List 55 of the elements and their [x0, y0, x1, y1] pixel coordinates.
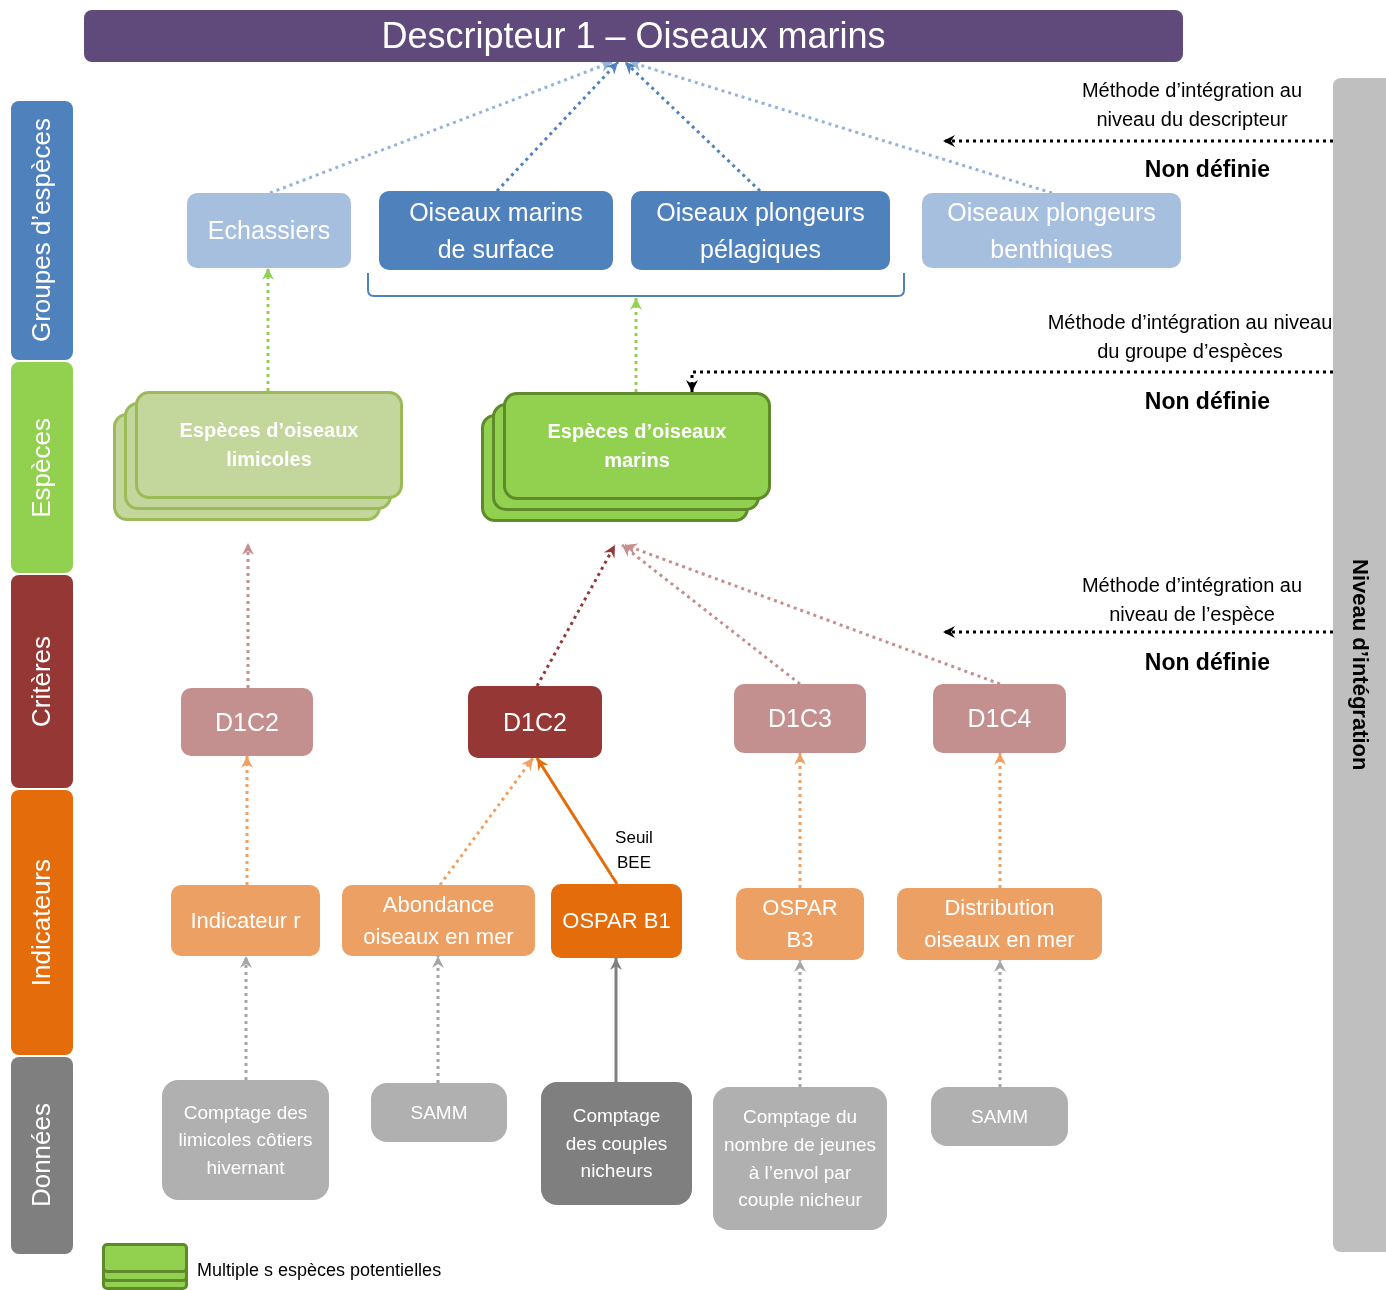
dotted-arrow — [686, 370, 1333, 392]
group-box: Oiseaux marins de surface — [379, 191, 613, 270]
level-band: Critères — [11, 575, 73, 788]
dotted-arrow — [438, 757, 535, 886]
dotted-arrow — [242, 543, 254, 688]
dotted-arrow — [432, 956, 444, 1083]
data-box: SAMM — [371, 1083, 507, 1142]
legend-label: Multiple s espèces potentielles — [197, 1260, 442, 1281]
dotted-arrow — [535, 544, 617, 687]
dotted-arrow — [623, 60, 762, 193]
level-band: Indicateurs — [11, 790, 73, 1055]
criterion-box: D1C2 — [181, 688, 313, 756]
dotted-arrow — [240, 956, 252, 1080]
indicator-box: Indicateur r — [171, 885, 320, 956]
method-note: Méthode d’intégration au niveau du descripteur — [1080, 78, 1304, 132]
method-note: Méthode d’intégration au niveau de l’espèce — [1080, 573, 1304, 627]
dotted-arrow — [943, 626, 1333, 638]
dotted-arrow — [629, 59, 1053, 195]
level-band: Espèces — [11, 362, 73, 573]
status-note: Non définie — [1143, 387, 1270, 416]
method-note: Méthode d’intégration au niveau du groupe d’espèces — [1046, 310, 1334, 364]
dotted-arrow — [943, 135, 1333, 147]
indicator-box: OSPAR B1 — [551, 884, 682, 958]
indicator-box: Distribution oiseaux en mer — [897, 888, 1102, 960]
dotted-arrow — [495, 60, 620, 193]
data-box: Comptage des couples nicheurs — [541, 1082, 692, 1205]
group-box: Echassiers — [187, 193, 351, 268]
dotted-arrow — [994, 960, 1006, 1087]
indicator-box: Abondance oiseaux en mer — [342, 885, 535, 956]
level-band: Données — [11, 1057, 73, 1254]
side-band: Niveau d’intégration — [1333, 78, 1386, 1252]
status-note: Non définie — [1143, 648, 1270, 677]
dotted-arrow — [630, 298, 642, 392]
criterion-box: D1C4 — [933, 684, 1066, 753]
dotted-arrow — [794, 753, 806, 888]
arrow — [535, 757, 619, 885]
data-box: Comptage des limicoles côtiers hivernant — [162, 1080, 329, 1200]
criterion-box: D1C3 — [734, 684, 866, 753]
group-box: Oiseaux plongeurs pélagiques — [631, 191, 890, 270]
dotted-arrow — [794, 960, 806, 1087]
status-note: Non définie — [1143, 155, 1270, 184]
title-banner: Descripteur 1 – Oiseaux marins — [84, 10, 1183, 62]
group-box: Oiseaux plongeurs benthiques — [922, 193, 1181, 268]
data-box: SAMM — [931, 1087, 1068, 1146]
arrow — [610, 958, 622, 1082]
level-band: Groupes d’espèces — [11, 101, 73, 360]
dotted-arrow — [241, 756, 253, 885]
dotted-arrow — [269, 60, 613, 195]
data-box: Comptage du nombre de jeunes à l’envol par couple nicheur — [713, 1087, 887, 1230]
dotted-arrow — [994, 753, 1006, 888]
dotted-arrow — [621, 543, 801, 686]
indicator-box: OSPAR B3 — [736, 888, 864, 960]
criterion-box: D1C2 — [468, 686, 602, 758]
dotted-arrow — [262, 268, 274, 391]
dotted-arrow — [624, 543, 1001, 686]
